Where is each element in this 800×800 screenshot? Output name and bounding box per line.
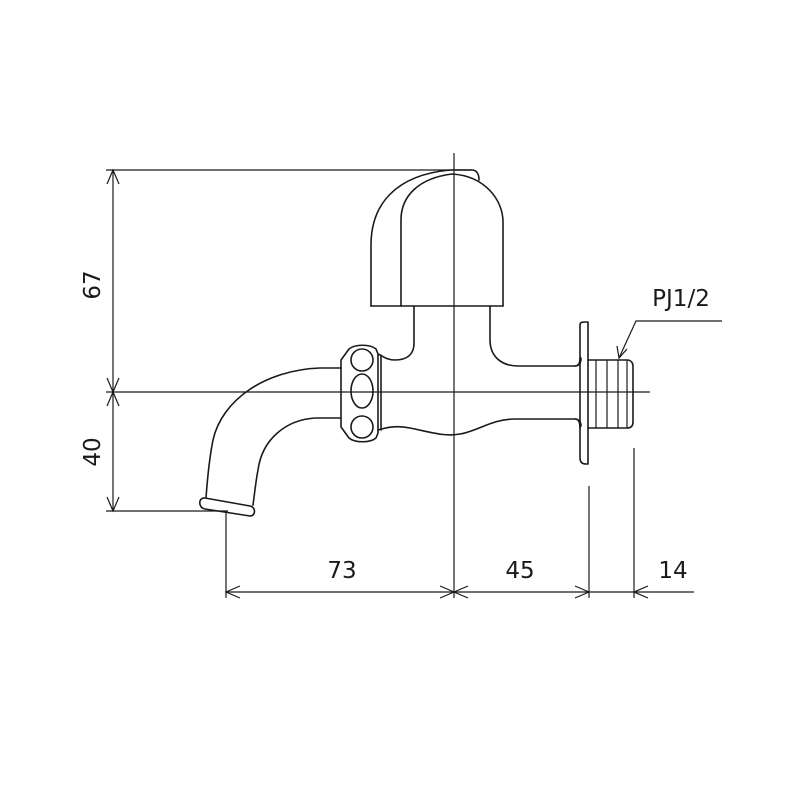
dim-40-label: 40	[80, 437, 106, 466]
dim-67-label: 67	[80, 270, 106, 299]
dim-14-label: 14	[658, 558, 687, 584]
dim-73-label: 73	[327, 558, 356, 584]
coupling-nut	[340, 344, 379, 443]
spout	[198, 367, 342, 517]
handle-cap	[370, 169, 504, 307]
dim-45-label: 45	[505, 558, 534, 584]
faucet-body	[377, 354, 582, 436]
wall-flange	[574, 321, 589, 465]
extension-lines	[106, 169, 635, 598]
thread-spec-label: PJ1/2	[652, 286, 710, 312]
valve-stem	[377, 305, 582, 367]
horizontal-dimension	[224, 585, 694, 599]
thread-callout-leader	[616, 320, 722, 360]
vertical-dimension	[106, 168, 120, 513]
threaded-connector	[587, 359, 634, 429]
center-lines	[106, 153, 650, 598]
